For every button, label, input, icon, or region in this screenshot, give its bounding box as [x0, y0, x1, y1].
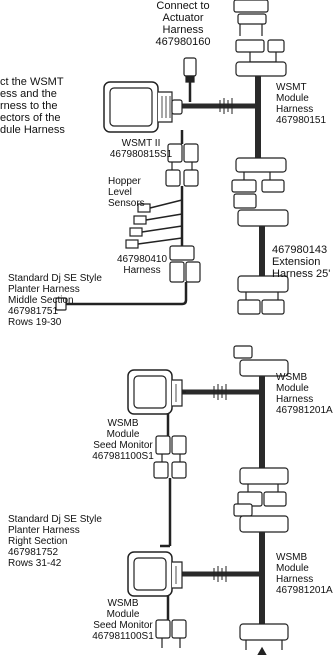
- middle-section-label: Standard Dj SE Style Planter Harness Mid…: [8, 273, 102, 328]
- wsmt-ii-label: WSMT II 467980815S1: [109, 138, 173, 160]
- right-section-label: Standard Dj SE Style Planter Harness Rig…: [8, 514, 102, 569]
- harness-467980410-label: 467980410 Harness: [116, 254, 168, 276]
- middle-section-cable: [66, 282, 188, 306]
- fuse-tag-1: [219, 98, 233, 114]
- wsmt-harness-connectors: [235, 39, 287, 77]
- connect-actuator-label: Connect to Actuator Harness 467980160: [155, 0, 211, 48]
- extension-harness: [233, 193, 289, 315]
- wsmb-seed-monitor-2: [127, 551, 183, 597]
- hopper-level-sensors: [125, 186, 184, 249]
- bottom-arrow: [257, 646, 267, 655]
- wsmb-seed-monitor-2-label: WSMB Module Seed Monitor 467981100S1: [92, 598, 154, 642]
- wsmt-ii-module: [103, 81, 183, 133]
- middle-section-plug: [55, 297, 67, 311]
- wsmt-module-harness-label: WSMT Module Harness 467980151: [276, 82, 327, 126]
- actuator-plug: [183, 57, 197, 77]
- extension-harness-label: 467980143 Extension Harness 25': [272, 244, 331, 280]
- wsmb-harness-1-label: WSMB Module Harness 467981201A: [276, 372, 333, 416]
- instruction-text: ct the WSMT ess and the rness to the ect…: [0, 76, 65, 136]
- hopper-level-label: Hopper Level Sensors: [108, 176, 145, 209]
- top-right-connector: [233, 0, 269, 36]
- wsmb-harness-1: [172, 345, 289, 507]
- wsmb-harness-2-label: WSMB Module Harness 467981201A: [276, 552, 333, 596]
- wsmb-seed-monitor-1: [127, 369, 186, 415]
- wsmb-1-y-connectors: [153, 435, 187, 479]
- wsmb-2-y-connectors: [155, 619, 187, 648]
- harness-467980410-connectors: [169, 245, 201, 283]
- wsmt-bottom-connectors: [231, 157, 287, 193]
- wsmb-seed-monitor-1-label: WSMB Module Seed Monitor 467981100S1: [92, 418, 154, 462]
- wsmb-harness-2: [172, 503, 289, 650]
- wsmt-y-connectors: [165, 143, 199, 187]
